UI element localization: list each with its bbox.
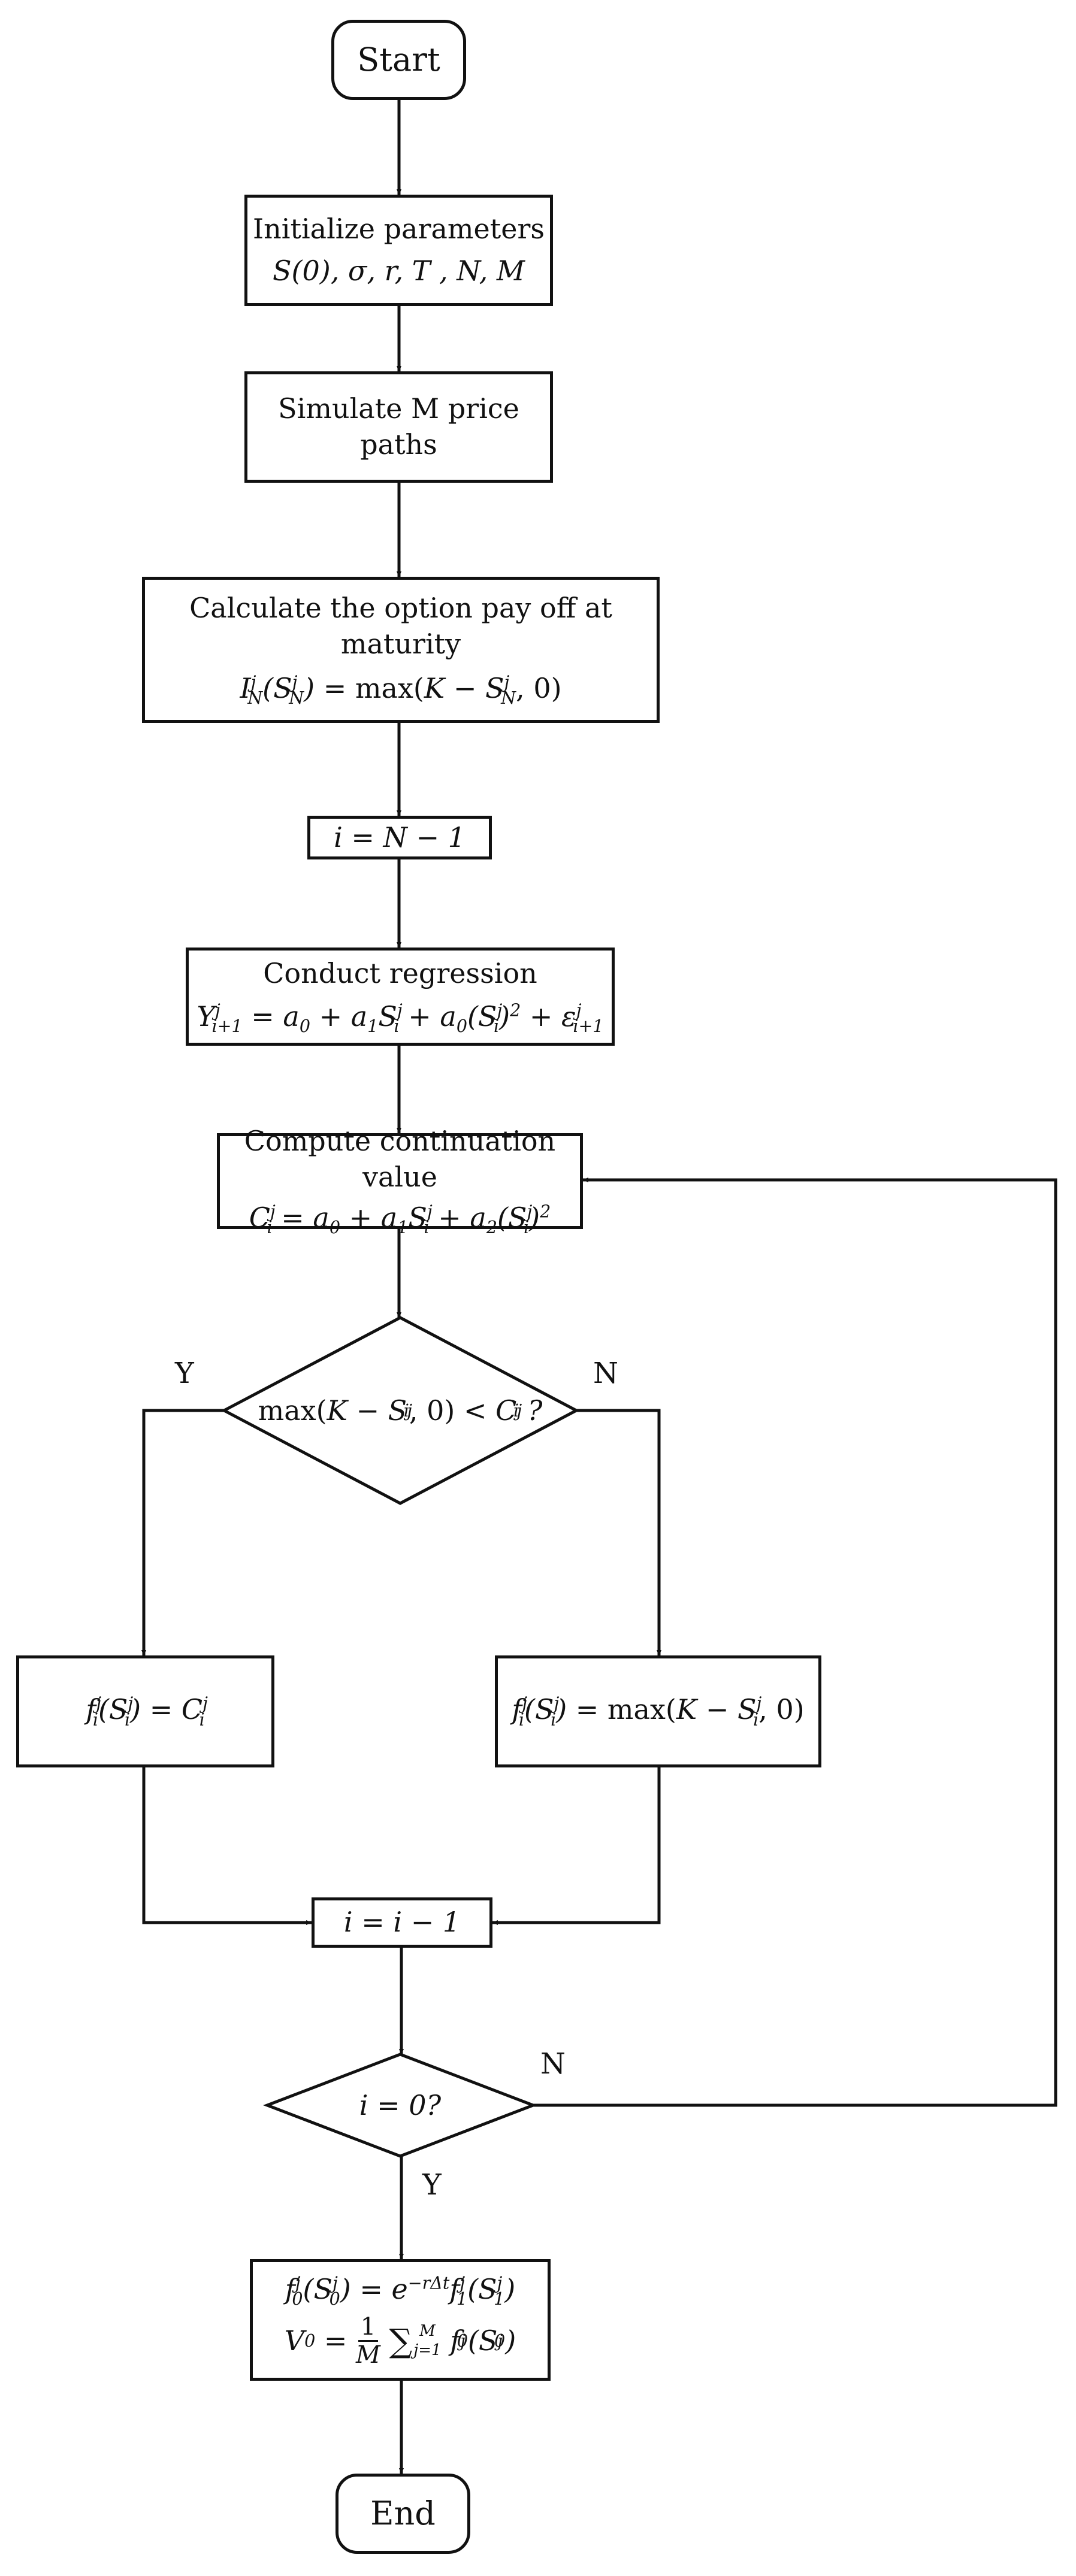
init-index-box: i = N − 1 — [307, 816, 492, 859]
continue-box: fji(Sji) = Cji — [16, 1655, 274, 1767]
regression-box: Conduct regression Yji+1 = a0 + a1Sji + … — [186, 948, 615, 1046]
simulate-paths-box: Simulate M price paths — [244, 371, 553, 483]
decision-2-yes-label: Y — [422, 2168, 442, 2202]
decision-1-yes-label: Y — [175, 1357, 194, 1390]
continuation-title: Compute continuation value — [244, 1125, 556, 1193]
decision-2-condition: i = 0? — [359, 2089, 442, 2121]
decrement-box: i = i − 1 — [312, 1897, 492, 1948]
arrow-decision-no — [576, 1409, 661, 1656]
start-label: Start — [357, 40, 440, 78]
end-label: End — [370, 2494, 436, 2532]
decision-diamond-1 — [220, 1316, 580, 1505]
decision-1-no-label: N — [593, 1357, 618, 1390]
continue-formula: fji(Sji) = Cji — [86, 1693, 208, 1730]
arrow-right-to-decrement — [492, 1767, 661, 1925]
continuation-formula: Cji = a0 + a1Sji + a2(Sji)2 — [249, 1201, 551, 1237]
arrow-decision-yes — [141, 1409, 224, 1656]
init-index-formula: i = N − 1 — [334, 821, 466, 853]
continuation-box: Compute continuation value Cji = a0 + a1… — [217, 1125, 583, 1237]
discount-formula: fj0(Sj0) = e−rΔtfj1(Sj1) — [285, 2272, 516, 2309]
initialize-parameters-box: Initialize parameters S(0), σ, r, T , N,… — [244, 195, 553, 306]
initialize-params: S(0), σ, r, T , N, M — [273, 255, 525, 287]
arrow-check-no-loop — [533, 1177, 1057, 2107]
simulate-title: Simulate M price paths — [278, 392, 519, 461]
end-terminal: End — [336, 2474, 470, 2554]
regression-title: Conduct regression — [263, 956, 537, 989]
payoff-title: Calculate the option pay off at maturity — [189, 592, 612, 660]
payoff-box: Calculate the option pay off at maturity… — [142, 577, 660, 723]
payoff-formula: IjN(SjN) = max(K − SjN, 0) — [240, 671, 562, 708]
exercise-formula: fji(Sji) = max(K − Sji, 0) — [512, 1693, 805, 1730]
arrow-left-to-decrement — [142, 1767, 312, 1925]
regression-formula: Yji+1 = a0 + a1Sji + a0(Sji)2 + εji+1 — [197, 1000, 604, 1036]
initialize-title: Initialize parameters — [252, 213, 545, 246]
start-terminal: Start — [331, 20, 466, 100]
exercise-box: fji(Sji) = max(K − Sji, 0) — [495, 1655, 821, 1767]
decrement-formula: i = i − 1 — [343, 1906, 461, 1939]
decision-2-no-label: N — [540, 2047, 566, 2081]
